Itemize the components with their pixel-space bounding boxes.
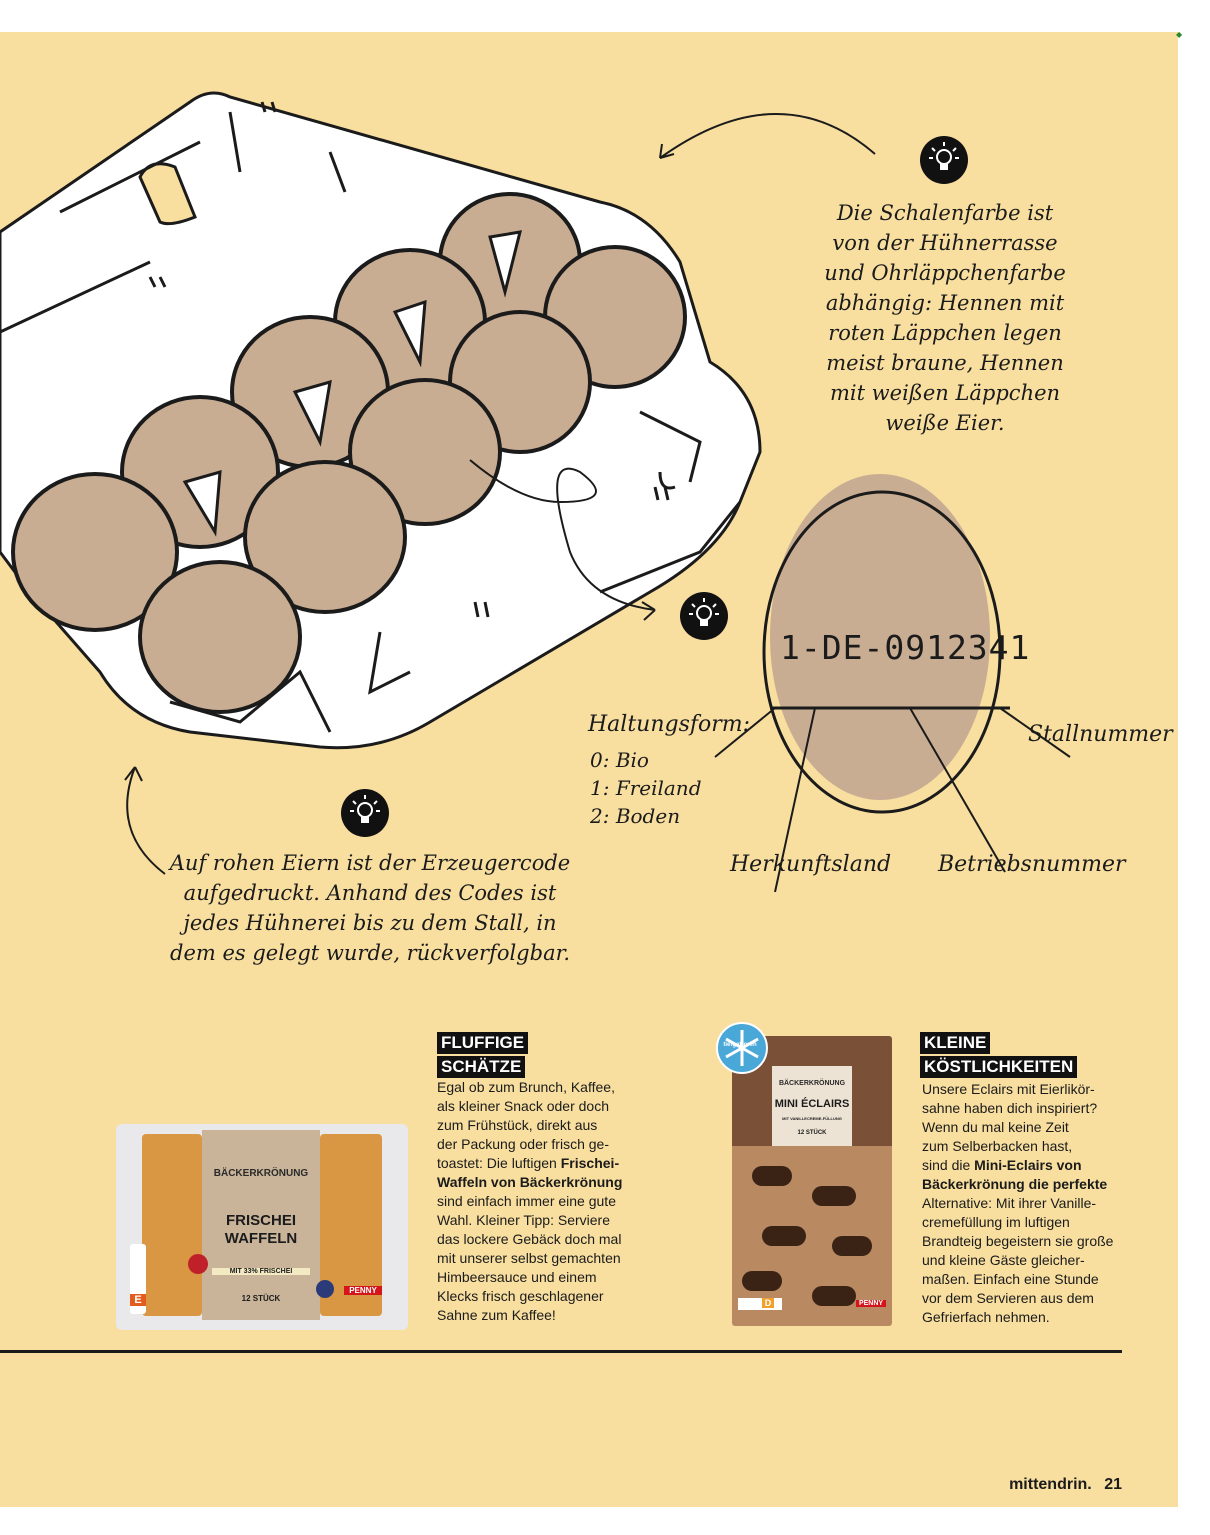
egg-code: 1-DE-0912341 — [780, 628, 1031, 667]
text-line: Klecks frisch geschlagener — [437, 1288, 604, 1304]
label-betriebsnummer: Betriebsnummer — [938, 852, 1126, 877]
text-line: cremefüllung im luftigen — [922, 1214, 1070, 1230]
waffeln-headline: FLUFFIGE SCHÄTZE — [437, 1032, 529, 1080]
text-line: zum Frühstück, direkt aus — [437, 1117, 598, 1133]
text-line: vor dem Servieren aus dem — [922, 1290, 1094, 1306]
text-line: das lockere Gebäck doch mal — [437, 1231, 622, 1247]
package-label — [202, 1130, 320, 1320]
eclair — [742, 1271, 782, 1291]
text-line: sind die Mini-Eclairs von — [922, 1157, 1082, 1173]
arrows — [124, 113, 876, 875]
waffeln-package: E BÄCKERKRÖNUNG FRISCHEI WAFFELN MIT 33%… — [116, 1124, 408, 1330]
page: Die Schalenfarbe ist von der Hühnerrasse… — [0, 32, 1178, 1507]
haltungsform-item: 1: Freiland — [590, 776, 702, 800]
eclairs-headline: KLEINE KÖSTLICHKEITEN — [920, 1032, 1078, 1080]
text-line: Sahne zum Kaffee! — [437, 1307, 556, 1323]
product-filling: MIT VANILLECREME-FÜLLUNG — [782, 1116, 842, 1121]
snowflake-icon — [716, 1022, 768, 1074]
product-count: 12 STÜCK — [797, 1130, 827, 1136]
eclair — [752, 1166, 792, 1186]
egg-carton-illustration — [0, 91, 762, 750]
egg-code-illustration — [714, 474, 1071, 892]
text-line: toastet: Die luftigen Frischei- — [437, 1155, 620, 1171]
brand-name: BÄCKERKRÖNUNG — [778, 1080, 846, 1087]
nutri-score-grade: E — [130, 1294, 146, 1306]
page-number: 21 — [1104, 1476, 1122, 1493]
label-herkunftsland: Herkunftsland — [730, 852, 892, 877]
lightbulb-icon — [920, 136, 968, 184]
text-line: Waffeln von Bäckerkrönung — [437, 1174, 623, 1190]
eclair — [762, 1226, 806, 1246]
page-footer: mittendrin. 21 — [1009, 1476, 1122, 1494]
text-line: Alternative: Mit ihrer Vanille- — [922, 1195, 1097, 1211]
text-line: Bäckerkrönung die perfekte — [922, 1176, 1108, 1192]
package-label — [772, 1066, 852, 1146]
divider-rule — [0, 1350, 1122, 1353]
text-line: sind einfach immer eine gute — [437, 1193, 616, 1209]
blueberry-image — [316, 1280, 334, 1298]
eclairs-text: Unsere Eclairs mit Eierlikör- sahne habe… — [922, 1080, 1113, 1327]
raspberry-image — [188, 1254, 208, 1274]
eclair — [812, 1186, 856, 1206]
nutri-score-grade: D — [762, 1298, 774, 1308]
text-line: Himbeersauce und einem — [437, 1269, 597, 1285]
store-logo: PENNY — [856, 1300, 886, 1307]
producer-code-note: Auf rohen Eiern ist der Erzeugercode auf… — [169, 851, 571, 965]
frozen-badge-text: tiefgefroren — [723, 1042, 757, 1048]
lightbulb-icon — [680, 592, 728, 640]
store-logo: PENNY — [344, 1286, 382, 1295]
text-line: der Packung oder frisch ge- — [437, 1136, 609, 1152]
waffle-image — [142, 1134, 202, 1316]
text-line: zum Selberbacken hast, — [922, 1138, 1073, 1154]
eclairs-package: BÄCKERKRÖNUNG MINI ÉCLAIRS MIT VANILLECR… — [732, 1036, 892, 1326]
magazine-name: mittendrin. — [1009, 1476, 1092, 1493]
text-line: Unsere Eclairs mit Eierlikör- — [922, 1081, 1095, 1097]
lightbulb-icon — [341, 789, 389, 837]
product-name: MINI ÉCLAIRS — [774, 1098, 850, 1110]
text-line: Egal ob zum Brunch, Kaffee, — [437, 1079, 615, 1095]
shell-color-note: Die Schalenfarbe ist von der Hühnerrasse… — [824, 201, 1066, 435]
product-name: WAFFELN — [224, 1230, 298, 1247]
text-line: Gefrierfach nehmen. — [922, 1309, 1050, 1325]
product-claim: MIT 33% FRISCHEI — [212, 1268, 310, 1275]
text-line: und kleine Gäste gleicher- — [922, 1252, 1085, 1268]
text-line: als kleiner Snack oder doch — [437, 1098, 609, 1114]
brand-name: BÄCKERKRÖNUNG — [213, 1168, 309, 1179]
corner-mark: ◆ — [1176, 30, 1183, 39]
text-line: maßen. Einfach eine Stunde — [922, 1271, 1099, 1287]
text-line: Wahl. Kleiner Tipp: Serviere — [437, 1212, 610, 1228]
haltungsform-title: Haltungsform: — [588, 712, 751, 737]
text-line: sahne haben dich inspiriert? — [922, 1100, 1098, 1116]
label-stallnummer: Stallnummer — [1028, 722, 1173, 747]
nutri-score — [738, 1298, 782, 1310]
eclair — [832, 1236, 872, 1256]
product-name: FRISCHEI — [225, 1212, 296, 1229]
haltungsform-item: 0: Bio — [590, 748, 649, 772]
text-line: mit unserer selbst gemachten — [437, 1250, 621, 1266]
product-count: 12 STÜCK — [241, 1294, 281, 1303]
eclair — [812, 1286, 856, 1306]
haltungsform-item: 2: Boden — [590, 804, 681, 828]
text-line: Wenn du mal keine Zeit — [922, 1119, 1069, 1135]
text-line: Brandteig begeistern sie große — [922, 1233, 1114, 1249]
waffeln-text: Egal ob zum Brunch, Kaffee, als kleiner … — [437, 1078, 622, 1325]
